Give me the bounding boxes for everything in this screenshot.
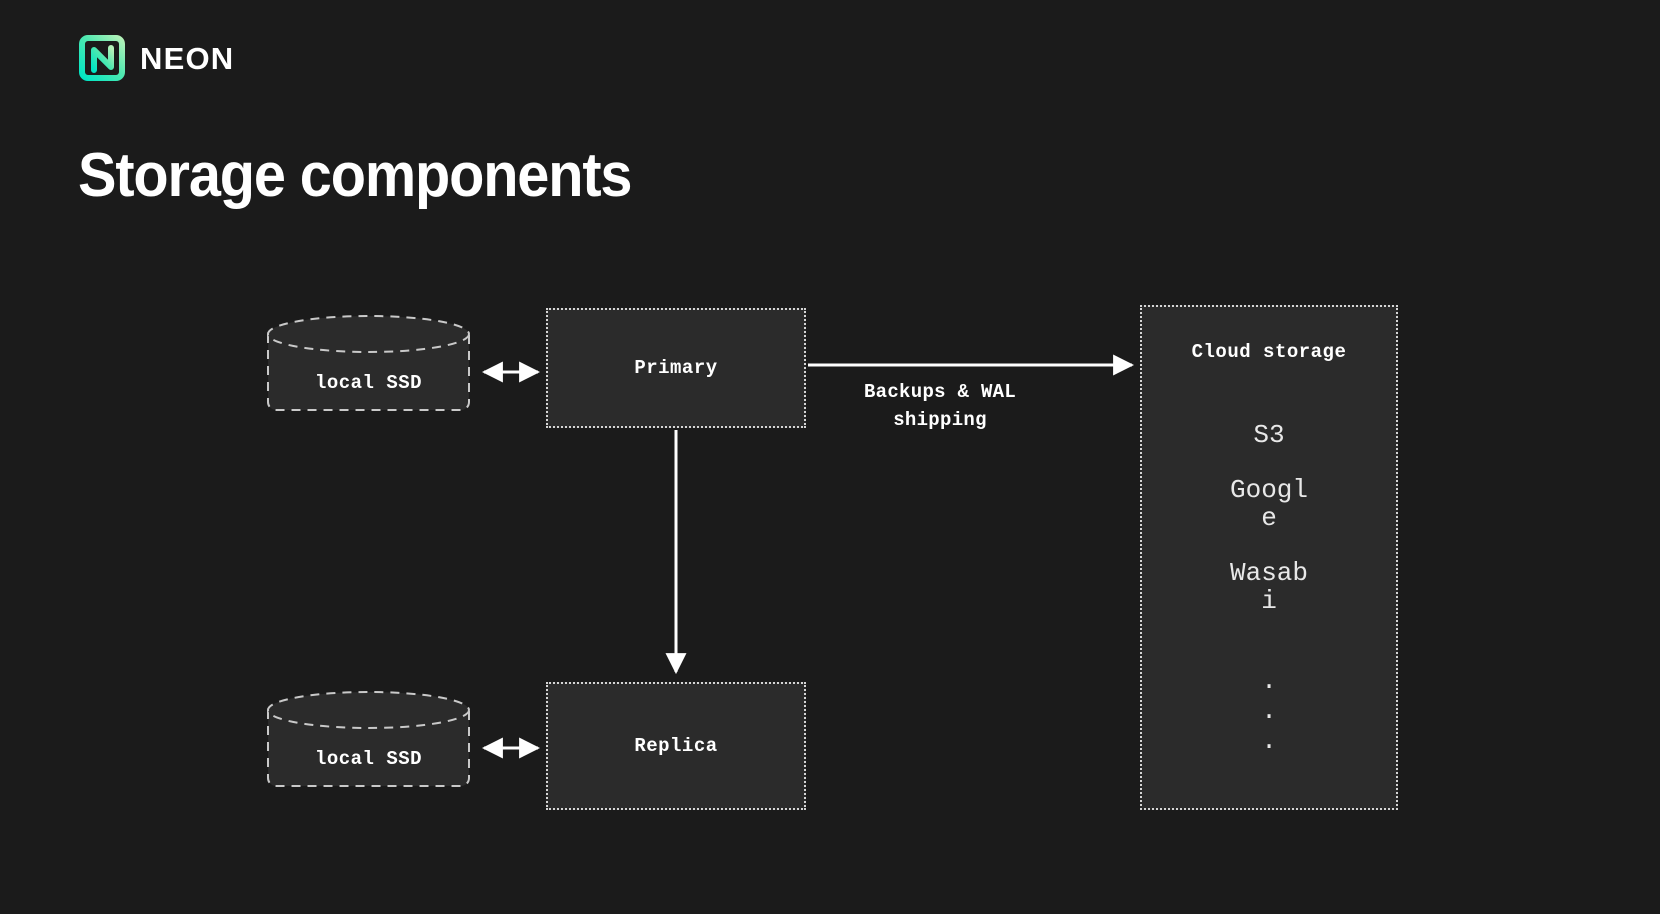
brand-name: NEON [140,40,235,76]
node-cloud-storage: Cloud storage S3 Google Wasabi . . . [1140,305,1398,810]
cloud-storage-item: Google [1229,475,1308,533]
ellipsis-dot: . [1261,726,1277,756]
cloud-storage-ellipsis: . . . [1226,666,1312,756]
edge-label-backups-wal-shipping: Backups & WAL shipping [863,381,1017,431]
page-title: Storage components [78,141,633,210]
cloud-storage-title: Cloud storage [1191,341,1347,363]
node-primary: Primary [546,308,806,428]
node-label: Replica [634,735,718,757]
node-label: local SSD [314,748,423,770]
node-local-ssd-primary: local SSD [266,314,471,422]
cloud-storage-item-list: S3 Google Wasabi [1226,421,1312,642]
brand-logo: NEON [78,34,234,82]
ellipsis-dot: . [1261,696,1277,726]
node-label: Primary [634,357,718,379]
ellipsis-dot: . [1261,666,1277,696]
node-label: local SSD [314,372,423,394]
neon-logo-icon [78,34,126,82]
cloud-storage-item: Wasabi [1229,558,1308,616]
node-replica: Replica [546,682,806,810]
node-local-ssd-replica: local SSD [266,690,471,798]
cloud-storage-item: S3 [1253,420,1285,450]
